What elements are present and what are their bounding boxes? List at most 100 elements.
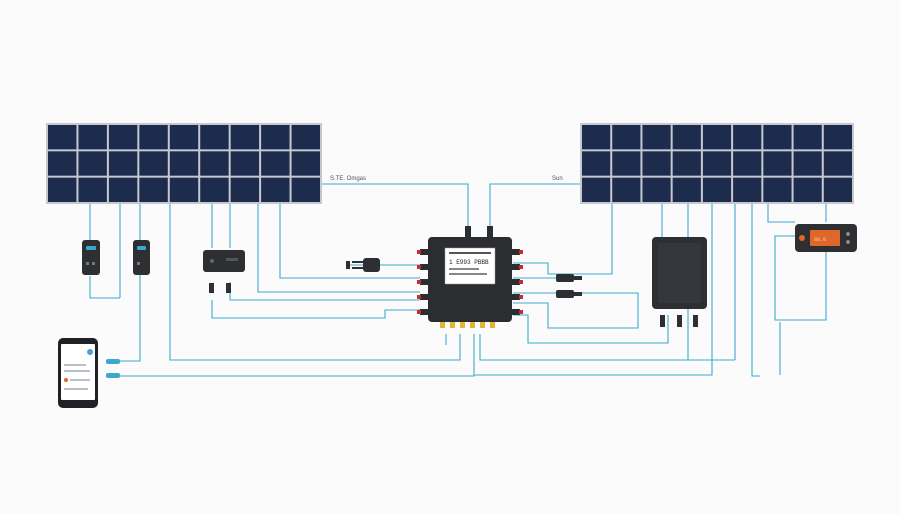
status-led-icon — [799, 235, 805, 241]
solar-cell — [108, 177, 138, 202]
hub-port-right — [511, 294, 520, 300]
hub-port-left — [420, 264, 429, 270]
wire — [115, 334, 475, 377]
solar-cell — [763, 125, 792, 150]
alert-icon — [64, 378, 68, 382]
solar-cell — [139, 125, 168, 150]
hub-port-right — [511, 309, 520, 315]
solar-cell — [78, 151, 107, 176]
wire — [513, 292, 639, 329]
hub-port-left-connector — [417, 265, 421, 269]
hub-port-top — [465, 226, 471, 237]
solar-cell — [702, 151, 732, 176]
wire — [513, 204, 613, 275]
solar-cell — [642, 177, 671, 202]
solar-cell — [793, 177, 822, 202]
solar-cell — [702, 125, 732, 150]
hub-ports — [417, 226, 523, 328]
solar-cell — [642, 125, 671, 150]
sensor-1 — [82, 240, 100, 275]
wire — [767, 204, 795, 223]
wire — [322, 183, 469, 228]
charge-controller: 88.8 — [795, 224, 857, 252]
solar-cell — [291, 125, 320, 150]
solar-cell — [642, 151, 671, 176]
solar-cell — [763, 151, 792, 176]
solar-cell — [733, 125, 762, 150]
solar-cell — [261, 151, 290, 176]
solar-cell — [612, 125, 641, 150]
inverter — [652, 237, 707, 327]
hub-port-right-connector — [519, 265, 523, 269]
solar-cell — [672, 125, 701, 150]
relay-box — [203, 250, 245, 293]
wire — [89, 204, 141, 362]
hub-port-left — [420, 309, 429, 315]
solar-cell — [823, 177, 852, 202]
plug — [346, 258, 380, 272]
wire — [279, 204, 420, 279]
hub-led-icon — [490, 322, 495, 328]
solar-cell — [78, 125, 107, 150]
solar-cell — [291, 151, 320, 176]
solar-cell — [78, 177, 107, 202]
wire-connector — [106, 373, 120, 378]
solar-cell — [200, 151, 229, 176]
solar-cell — [582, 151, 611, 176]
hub-port-left-connector — [417, 295, 421, 299]
solar-cell — [291, 177, 320, 202]
hub-led-icon — [470, 322, 475, 328]
solar-cell — [612, 177, 641, 202]
wire — [513, 314, 669, 344]
connector-icon — [660, 315, 665, 327]
solar-cell — [230, 151, 260, 176]
solar-cell — [763, 177, 792, 202]
hub-port-left — [420, 249, 429, 255]
hub-port-left-connector — [417, 310, 421, 314]
hub-port-left — [420, 294, 429, 300]
solar-cell — [169, 125, 199, 150]
solar-cell — [733, 151, 762, 176]
hub-port-top — [487, 226, 493, 237]
solar-cell — [48, 125, 77, 150]
indicator-icon — [137, 246, 146, 250]
solar-cell — [793, 125, 822, 150]
solar-cell — [169, 177, 199, 202]
wire — [751, 204, 760, 377]
hub-led-icon — [480, 322, 485, 328]
hub-led-icon — [450, 322, 455, 328]
wire — [774, 235, 827, 321]
solar-panel-right — [580, 123, 854, 204]
wire — [489, 183, 580, 228]
wire — [257, 204, 420, 293]
solar-panel-left — [46, 123, 322, 204]
hub-port-right — [511, 279, 520, 285]
hub-port-right — [511, 264, 520, 270]
solar-cell — [108, 125, 138, 150]
monitor-phone — [58, 338, 98, 408]
hub-port-left-connector — [417, 280, 421, 284]
connector-icon — [209, 283, 214, 293]
solar-cell — [48, 151, 77, 176]
hub-port-right-connector — [519, 280, 523, 284]
connector-icon — [677, 315, 682, 327]
hub-led-icon — [460, 322, 465, 328]
controller-display — [810, 230, 840, 246]
hub-port-left — [420, 279, 429, 285]
inline-connector — [556, 274, 582, 282]
solar-cell — [261, 177, 290, 202]
solar-cell — [612, 151, 641, 176]
wire — [169, 204, 461, 361]
solar-cell — [230, 125, 260, 150]
solar-cell — [733, 177, 762, 202]
solar-cell — [672, 177, 701, 202]
connector-icon — [693, 315, 698, 327]
solar-cell — [169, 151, 199, 176]
inline-connector — [556, 290, 582, 298]
wire — [211, 204, 420, 319]
indicator-icon — [86, 246, 96, 250]
solar-cell — [200, 125, 229, 150]
solar-cell — [823, 125, 852, 150]
solar-cell — [261, 125, 290, 150]
wire-label-left: S.TE. Omgas — [330, 176, 366, 182]
